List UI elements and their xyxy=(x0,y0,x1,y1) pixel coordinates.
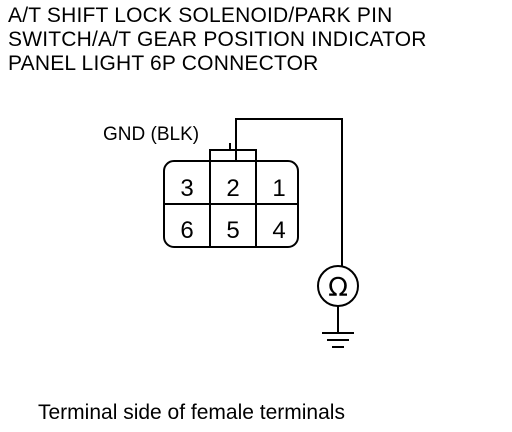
terminal-4: 4 xyxy=(272,217,285,244)
connector-body xyxy=(163,160,299,248)
ground-symbol-icon xyxy=(322,332,354,348)
connector-lock-tab xyxy=(209,149,257,162)
terminal-5: 5 xyxy=(226,217,239,244)
ohmmeter-icon: Ω xyxy=(317,265,359,307)
title-line-2: SWITCH/A/T GEAR POSITION INDICATOR xyxy=(8,28,427,51)
terminal-1: 1 xyxy=(272,175,285,202)
title-line-3: PANEL LIGHT 6P CONNECTOR xyxy=(8,52,319,75)
probe-wire xyxy=(235,118,343,266)
ohm-symbol: Ω xyxy=(328,273,348,303)
diagram-title: A/T SHIFT LOCK SOLENOID/PARK PIN SWITCH/… xyxy=(8,4,504,76)
terminal-2: 2 xyxy=(226,175,239,202)
gnd-label: GND (BLK) xyxy=(103,124,199,145)
diagram-caption: Terminal side of female terminals xyxy=(38,401,345,424)
terminal-6: 6 xyxy=(180,217,193,244)
title-line-1: A/T SHIFT LOCK SOLENOID/PARK PIN xyxy=(8,4,393,27)
terminal-3: 3 xyxy=(180,175,193,202)
